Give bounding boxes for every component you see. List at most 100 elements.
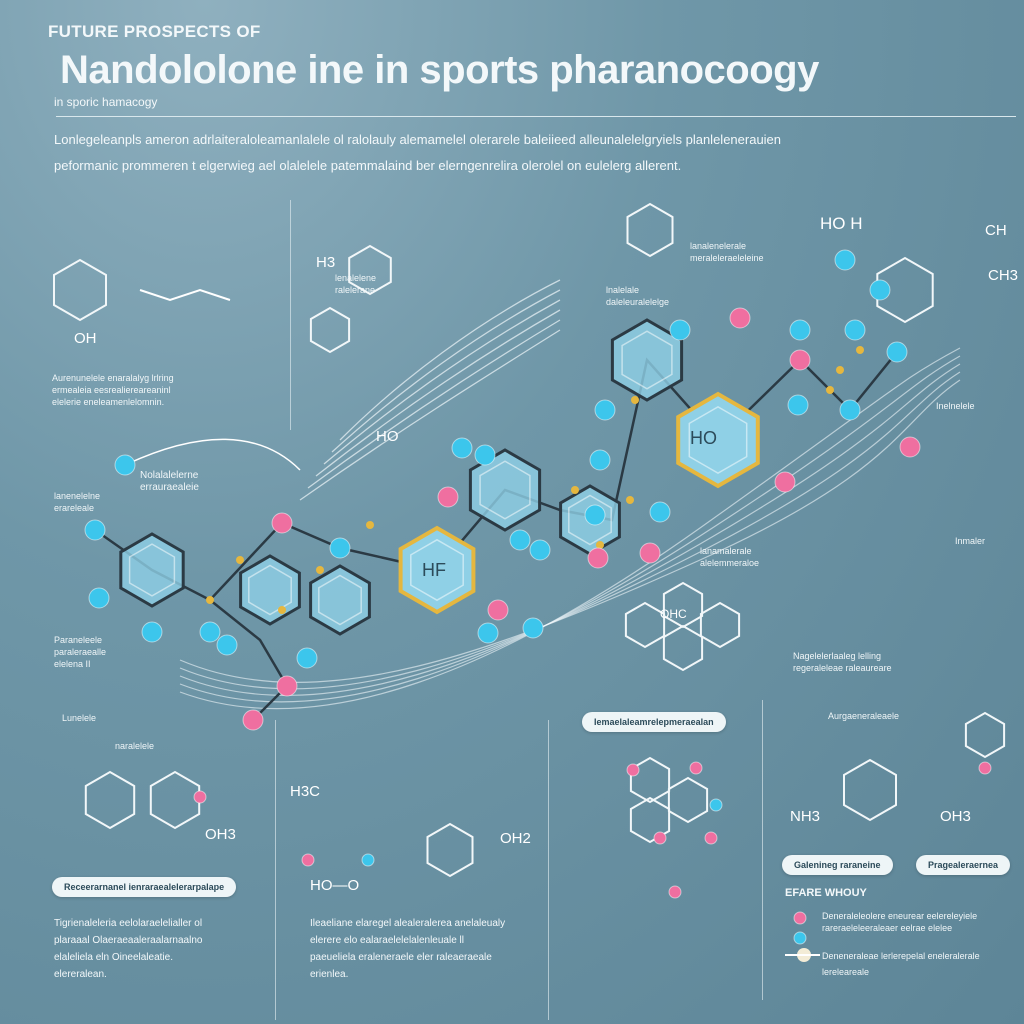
atom-label-hf: HF [422,560,446,580]
atom-pink [704,831,718,845]
divider [548,720,549,1020]
molecule-ring [468,448,542,532]
caption-middle: Ileaeliane elaregel alealeralerea anelal… [310,915,505,983]
junction-dot [596,541,604,549]
atom-cyan [834,249,856,271]
flow-line [315,309,561,477]
atom-cyan [451,437,473,459]
atom-label: OH [74,330,97,347]
molecule-ring-inner [318,574,362,626]
molecule-outline-ring [626,202,674,258]
section-pill-right-1: Galenineg raraneine [782,855,893,875]
section-pill-right-2: Pragealeraernea [916,855,1011,875]
flow-line [331,289,561,453]
atom-label: OH3 [205,826,236,843]
caption-line: Ileaeliane elaregel alealeralerea anelal… [310,918,506,929]
atom-pink [271,512,293,534]
annotation: Paraneleele paraleraealle elelena II [54,635,107,669]
atom-label-ho: HO [690,428,717,448]
atom-label: HO [376,428,399,445]
junction-dot [278,606,286,614]
legend-item: Deneraleleolere eneurear eelereleyiele r… [822,911,978,933]
atom-pink [193,790,207,804]
molecule-outline-ring [843,758,897,822]
atom-pink [626,763,640,777]
atom-pink [789,349,811,371]
junction-dot [366,521,374,529]
molecule-outline-ring [624,601,666,649]
molecule-outline-ring [876,256,934,324]
atom-pink [437,486,459,508]
junction-dot [236,556,244,564]
molecule-ring [398,525,476,615]
atom-label: CH [985,222,1007,239]
annotation: Inelnelele [936,401,975,411]
atom-cyan [649,501,671,523]
atom-cyan [844,319,866,341]
caption-left: Tigrienaleleria eelolaraelelialler ol pl… [54,915,202,983]
annotation: Inmaler [955,536,986,546]
bond-line [139,288,231,302]
molecule-outline-ring [629,756,671,804]
molecule-ring [119,532,185,608]
atom-label: H3C [290,783,321,800]
molecule-outline-ring [662,581,704,629]
atom-cyan [522,617,544,639]
atom-cyan [594,399,616,421]
legend-title: EFARE WHOUY [785,887,867,899]
atom-label: HO—O [310,877,360,894]
atom-label: OHC [660,607,687,621]
junction-dot [626,496,634,504]
annotation: Nagelelerlaaleg lelling regeraleleae ral… [793,651,892,673]
flow-line [299,329,561,501]
annotation: Aurgaeneraleaele [828,711,900,721]
flow-line [307,319,561,489]
molecule-ring-inner [568,494,612,546]
flow-line [179,355,961,703]
subtitle: in sporic hamacogy [54,95,158,109]
molecule-ring-inner [621,330,673,390]
atom-cyan [669,319,691,341]
atom-pink [242,709,264,731]
atom-cyan [216,634,238,656]
junction-dot [826,386,834,394]
caption-line: elaleliela eln Oineelaleatie. [54,952,173,963]
divider [762,700,763,1000]
atom-label: H3 [316,254,336,271]
molecule-outline-ring [426,822,474,878]
bond-branch [209,599,289,721]
molecule-ring [309,564,371,636]
molecule-ring-inner [128,543,176,597]
junction-dot [836,366,844,374]
divider [56,116,1016,117]
atom-pink [729,307,751,329]
molecule-outline-ring [667,776,709,824]
atom-cyan [709,798,723,812]
molecule-outline-ring [662,624,704,672]
molecule-outline-ring [629,796,671,844]
annotation: Lunelele [62,713,97,723]
annotation: lnalelale daleleuralelelge [606,285,670,307]
flow-line [179,371,961,690]
molecule-ring-inner [479,460,531,520]
molecule-outline-ring [84,770,136,830]
atom-pink [276,675,298,697]
intro-line-1: Lonlegeleanpls ameron adrlaiteraloleaman… [54,132,782,147]
flow-line [323,299,561,465]
atom-cyan [509,529,531,551]
atom-cyan [296,647,318,669]
annotation: lanamalerale alelemmeraloe [700,546,760,568]
atom-pink [587,547,609,569]
legend-item: lereleareale [822,967,870,977]
atom-label: HO H [820,214,863,233]
atom-pink [899,436,921,458]
molecule-outline-ring [964,711,1006,759]
atom-label: OH3 [940,808,971,825]
atom-cyan [793,931,807,945]
caption-line: elerere elo ealaraelelelalenleuale ll [310,935,464,946]
atom-cyan [886,341,908,363]
atom-pink [774,471,796,493]
atom-cyan [789,319,811,341]
atom-pink [487,599,509,621]
annotation: lenalelene ralelerane [335,273,377,295]
